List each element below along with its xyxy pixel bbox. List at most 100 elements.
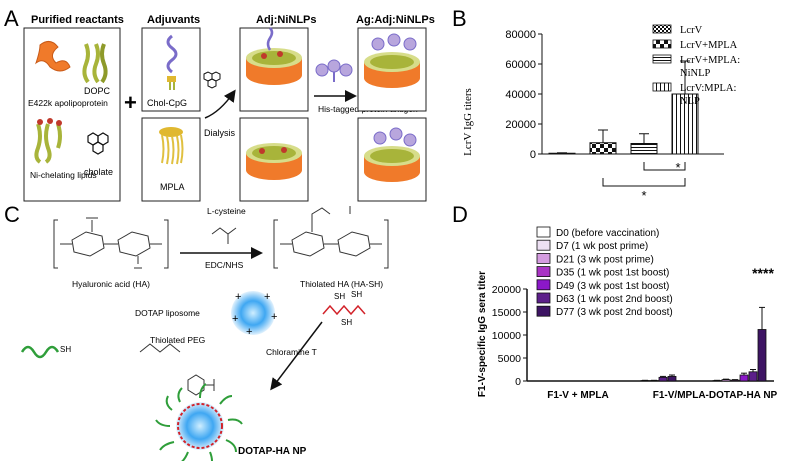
d-bar <box>667 375 677 382</box>
adj-nlps-title: Adj:NiNLPs <box>256 14 317 26</box>
dialysis-label: Dialysis <box>204 128 236 138</box>
d-legend-swatch <box>536 226 551 238</box>
b-sig-star: * <box>641 188 646 203</box>
d-bar <box>748 371 758 382</box>
ag-nlp-disc-icon-2 <box>364 127 420 182</box>
svg-text:+: + <box>246 326 252 338</box>
panel-b: B LcrV IgG titers 020000400006000080000*… <box>452 6 740 203</box>
b-legend-label: LcrV+MPLA:NiNLP <box>680 55 740 79</box>
d-legend-swatch <box>536 292 551 304</box>
d-legend-swatch <box>536 252 551 264</box>
svg-text:SH: SH <box>334 292 345 301</box>
cholate-small-icon <box>203 71 221 89</box>
b-y-tick-label: 0 <box>530 149 536 161</box>
dotap-liposome-label: DOTAP liposome <box>135 308 200 318</box>
d-bar <box>739 374 749 382</box>
d-y-tick-label: 5000 <box>498 353 522 365</box>
d-bar <box>658 376 668 382</box>
liposome-icon: + + + + + <box>231 291 277 338</box>
panel-d-ylabel: F1-V-specific IgG sera titer <box>477 271 488 397</box>
b-legend-swatch <box>652 54 672 64</box>
b-legend-label: LcrV+MPLA <box>680 40 738 51</box>
reactants-title: Purified reactants <box>31 14 124 26</box>
ha-structure-icon <box>53 217 169 269</box>
d-group-label: F1-V + MPLA <box>547 390 608 401</box>
dialysis-arrow <box>204 89 236 119</box>
panel-c-letter: C <box>4 202 20 227</box>
d-legend-swatch <box>536 266 551 278</box>
cysteine-icon <box>211 227 237 244</box>
d-legend-swatch <box>536 239 551 251</box>
b-bar <box>630 143 658 155</box>
d-legend-swatch <box>536 279 551 291</box>
peg-icon: SH <box>20 343 181 359</box>
b-bar <box>548 152 576 155</box>
b-y-tick-label: 20000 <box>505 119 536 131</box>
svg-text:+: + <box>271 311 277 323</box>
d-legend-label: D21 (3 wk post prime) <box>556 254 654 265</box>
panel-d: D F1-V-specific IgG sera titer 050001000… <box>452 202 778 401</box>
apolipoprotein-icon <box>35 41 71 72</box>
dopc-label: DOPC <box>84 86 111 96</box>
d-legend-label: D35 (1 wk post 1st boost) <box>556 268 669 279</box>
d-legend-label: D63 (1 wk post 2nd boost) <box>556 294 673 305</box>
d-legend-label: D49 (3 wk post 1st boost) <box>556 281 669 292</box>
apolipoprotein-label: E422k apolipoprotein <box>28 98 108 108</box>
thiolated-ha-label: Thiolated HA (HA-SH) <box>300 279 383 289</box>
b-bar <box>589 142 617 155</box>
b-legend-line: NLP <box>680 96 700 107</box>
d-legend-label: D0 (before vaccination) <box>556 228 659 239</box>
svg-text:SH: SH <box>351 290 362 299</box>
b-legend-line: LcrV:MPLA: <box>680 83 736 94</box>
panel-c: C Hyaluronic acid (HA) L-cysteine EDC/NH… <box>4 202 389 461</box>
b-legend-label: LcrV <box>680 25 703 36</box>
ni-lipid-icon <box>34 118 62 164</box>
nlp-disc-icon-2 <box>246 143 302 180</box>
panel-a: A Purified reactants E422k apolipoprotei… <box>4 6 435 202</box>
d-bar <box>730 379 740 382</box>
d-group-label: F1-V/MPLA-DOTAP-HA NP <box>653 390 778 401</box>
nlp-disc-icon <box>246 27 302 85</box>
svg-text:SH: SH <box>341 318 352 327</box>
b-sig-bracket <box>602 178 686 187</box>
ag-nlp-disc-icon <box>364 33 420 88</box>
mpla-label: MPLA <box>160 182 185 192</box>
chart-b-plot: 020000400006000080000**LcrVLcrV+MPLALcrV… <box>505 24 740 203</box>
cholate-icon <box>87 132 109 155</box>
ag-adj-nlps-title: Ag:Adj:NiNLPs <box>356 14 435 26</box>
svg-text:+: + <box>232 313 238 325</box>
adjuvants-title: Adjuvants <box>147 14 200 26</box>
b-legend-swatch <box>652 39 672 49</box>
conjugation-arrow <box>270 321 323 391</box>
chol-cpg-label: Chol-CpG <box>147 98 187 108</box>
panel-b-ylabel: LcrV IgG titers <box>462 88 474 156</box>
l-cysteine-label: L-cysteine <box>207 206 246 216</box>
plus-sign: + <box>124 90 137 115</box>
dopc-icon <box>82 43 108 84</box>
edc-nhs-label: EDC/NHS <box>205 260 244 270</box>
panel-d-letter: D <box>452 202 468 227</box>
b-legend-swatch <box>652 82 672 92</box>
b-y-tick-label: 60000 <box>505 59 536 71</box>
b-legend-line: LcrV+MPLA <box>680 40 738 51</box>
antigen-icon <box>315 59 353 82</box>
d-y-tick-label: 20000 <box>492 284 521 296</box>
svg-text:+: + <box>235 291 241 303</box>
b-legend-label: LcrV:MPLA: NLP <box>680 83 736 107</box>
panel-b-letter: B <box>452 6 467 31</box>
b-legend-line: NiNLP <box>680 68 710 79</box>
d-legend-label: D7 (1 wk post prime) <box>556 241 648 252</box>
d-y-tick-label: 0 <box>515 376 521 388</box>
panel-a-letter: A <box>4 6 19 31</box>
b-sig-star: * <box>675 160 680 175</box>
dotap-ha-np-label: DOTAP-HA NP <box>238 446 307 457</box>
ni-lipids-label: Ni-chelating lipids <box>30 170 97 180</box>
ha-label: Hyaluronic acid (HA) <box>72 279 150 289</box>
b-legend-line: LcrV <box>680 25 703 36</box>
chloramine-label: Chloramine T <box>266 347 317 357</box>
thiolated-peg-label: Thiolated PEG <box>150 335 205 345</box>
d-legend-swatch <box>536 305 551 317</box>
cholate-label: cholate <box>84 167 113 177</box>
